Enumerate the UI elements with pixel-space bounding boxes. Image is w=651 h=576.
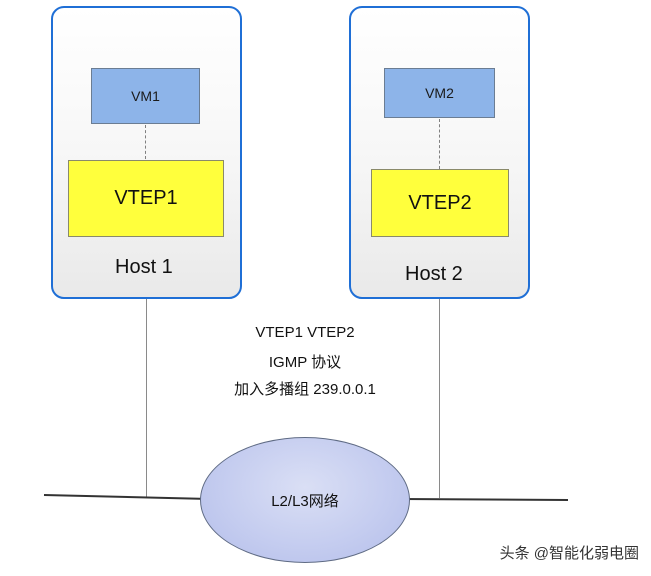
vtep1-box: VTEP1 [68, 160, 224, 237]
backbone-left-segment [43, 494, 211, 500]
note-line-igmp: IGMP 协议 [268, 354, 342, 371]
watermark-text: 头条 @智能化弱电圈 [499, 545, 639, 562]
note-line-vteps: VTEP1 VTEP2 [255, 324, 355, 341]
vm2-box: VM2 [384, 68, 495, 118]
host-2-uplink [439, 299, 440, 498]
host-1-label: Host 1 [115, 256, 173, 278]
backbone-right-segment [399, 498, 569, 501]
vtep2-box: VTEP2 [371, 169, 509, 237]
network-label: L2/L3网络 [271, 492, 339, 510]
host-2-label: Host 2 [405, 263, 463, 285]
host-1-uplink [146, 299, 147, 498]
vm1-box: VM1 [91, 68, 200, 124]
host-1-box [51, 6, 242, 299]
l2-l3-network-ellipse: L2/L3网络 [200, 437, 410, 563]
vm2-vtep2-dashed-link [439, 119, 440, 169]
vm1-vtep1-dashed-link [145, 125, 146, 159]
note-line-multicast-group: 加入多播组 239.0.0.1 [234, 381, 376, 398]
